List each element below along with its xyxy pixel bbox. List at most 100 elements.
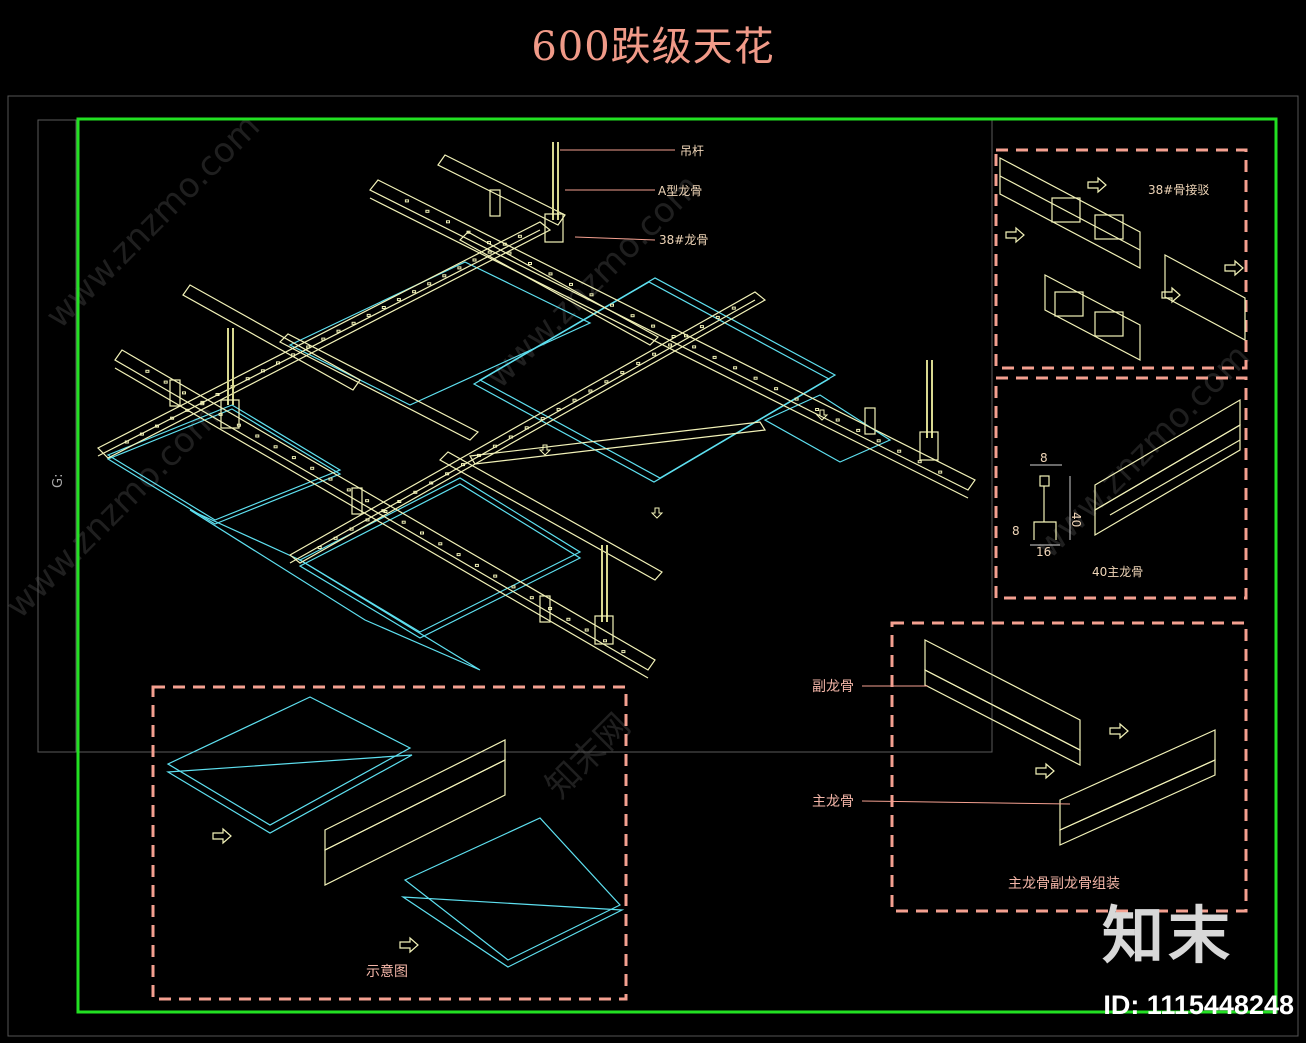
perforation-slot	[260, 369, 265, 373]
perforation-slot	[604, 380, 609, 384]
perforation-slot	[651, 324, 656, 328]
a-type-clip	[220, 399, 240, 429]
watermark-id: ID: 1115448248	[1103, 990, 1294, 1020]
assembly-detail	[924, 639, 1216, 846]
perforation-slot	[255, 434, 260, 438]
perforation-slot	[589, 293, 594, 297]
perforation-slot	[420, 531, 424, 535]
perforation-slot	[630, 314, 635, 318]
perforation-slot	[457, 266, 462, 270]
perforation-slot	[556, 407, 561, 411]
dim-8-top: 8	[1040, 451, 1048, 465]
perforation-slot	[427, 282, 432, 286]
perforation-slot	[381, 306, 386, 309]
perforation-slot	[733, 366, 738, 370]
perforation-slot	[273, 445, 278, 449]
perforation-slot	[321, 337, 326, 341]
perforation-slot	[365, 518, 370, 522]
perforation-slot	[445, 472, 450, 476]
ceiling-panel	[106, 404, 342, 521]
detail-box-splice	[994, 148, 1248, 370]
perforation-slot	[404, 199, 409, 203]
watermark-text: www.znzmo.com	[1028, 336, 1258, 566]
perforation-slot	[456, 553, 461, 557]
label-splice38: 38#骨接驳	[1148, 182, 1209, 197]
perforation-slot	[774, 387, 779, 391]
perforation-slot	[511, 585, 516, 589]
secondary-keel	[96, 221, 552, 459]
label-a-keel: A型龙骨	[658, 184, 702, 198]
perforation-slot	[572, 398, 577, 402]
a-type-clip	[544, 213, 564, 243]
perforation-slot	[529, 596, 534, 600]
perforation-slot	[517, 234, 522, 238]
perforation-slot	[566, 617, 571, 621]
perforation-slot	[397, 500, 402, 503]
label-assembly: 主龙骨副龙骨组装	[1008, 876, 1120, 892]
a-type-clip	[594, 615, 614, 645]
perforation-slot	[815, 408, 820, 411]
perforation-slot	[492, 444, 497, 448]
perforation-slot	[276, 361, 280, 365]
perforation-slot	[200, 402, 205, 406]
perforation-slot	[461, 463, 465, 467]
cross-keel	[439, 451, 663, 581]
watermark-text: www.znzmo.com	[38, 106, 268, 336]
perforation-slot	[446, 220, 450, 224]
perforation-slot	[291, 456, 296, 460]
perforation-slot	[487, 250, 492, 254]
perforation-slot	[699, 325, 704, 329]
perforation-slot	[712, 355, 717, 359]
perforation-slot	[938, 470, 943, 474]
perforation-slot	[528, 262, 532, 265]
perforation-slot	[540, 417, 545, 421]
perforation-slot	[215, 393, 220, 396]
perforation-slot	[876, 439, 881, 443]
perforation-slot	[306, 345, 311, 349]
perforation-slot	[413, 490, 418, 494]
perforation-slot	[170, 416, 175, 420]
main-keel	[114, 349, 656, 671]
perforation-slot	[502, 242, 507, 246]
perforation-slot	[507, 251, 512, 255]
perforation-slot	[715, 315, 720, 319]
perforation-slot	[671, 335, 676, 338]
perforation-slot	[124, 440, 129, 444]
splice-detail	[999, 157, 1246, 361]
detail-box-schematic	[151, 685, 628, 1001]
watermark-text: 知末网	[538, 706, 638, 806]
secondary-keel	[288, 291, 767, 564]
perforation-slot	[569, 282, 573, 286]
dim-40: 40	[1069, 512, 1083, 527]
perforation-slot	[584, 628, 589, 632]
perforation-slot	[652, 352, 657, 356]
perforation-slot	[620, 371, 625, 375]
perforation-slot	[472, 258, 477, 262]
perforation-slot	[366, 313, 371, 317]
perforation-slot	[346, 488, 351, 492]
perforation-slot	[588, 389, 593, 393]
perforation-slot	[548, 272, 553, 276]
perforation-slot	[245, 377, 250, 381]
perforation-slot	[401, 520, 406, 524]
perforation-slot	[328, 477, 333, 481]
perforation-slot	[524, 426, 529, 430]
keel-perforations	[124, 199, 943, 654]
perforation-slot	[474, 563, 479, 567]
main-leaders	[560, 149, 675, 241]
perforation-slot	[349, 527, 354, 531]
perforation-slot	[425, 209, 430, 213]
perforation-slot	[508, 435, 513, 439]
perforation-slot	[333, 536, 338, 540]
drawing-title: 600跌级天花	[531, 24, 775, 70]
watermark-layer: www.znzmo.com www.znzmo.com www.znzmo.co…	[0, 106, 1258, 806]
cross-keel	[459, 231, 659, 346]
perforation-slot	[731, 306, 736, 310]
dim-8-side: 8	[1012, 524, 1020, 538]
label-rod: 吊杆	[680, 144, 704, 158]
sheet-mark: G:	[51, 474, 66, 488]
a-type-clip	[919, 431, 939, 461]
hanger-rod-group	[227, 142, 933, 622]
detail-box-main40	[994, 376, 1248, 600]
